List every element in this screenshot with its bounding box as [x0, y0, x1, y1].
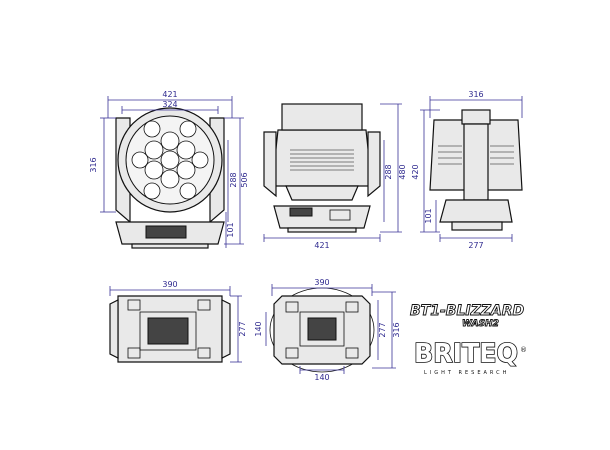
rear-view: 316 420 101 277	[411, 90, 523, 250]
dim-bottom-depth: 277	[238, 321, 247, 336]
dim-front-base-height: 101	[226, 222, 235, 237]
dim-base-depth-right-b: 316	[392, 322, 401, 337]
base-view: 390 140 277 316 140	[254, 278, 401, 382]
dim-rear-height-total: 420	[411, 164, 420, 179]
dim-front-width-outer: 421	[162, 90, 177, 99]
dim-rear-width: 316	[468, 90, 483, 99]
vent-grille	[290, 149, 354, 171]
dim-side-height-total: 480	[398, 164, 407, 179]
logo-tagline: LIGHT RESEARCH	[424, 370, 509, 376]
front-view: 421 324 316 288 506 101	[89, 90, 249, 249]
dim-side-height-mid: 288	[384, 164, 393, 179]
dim-base-width: 390	[314, 278, 329, 287]
bottom-view: 390 277	[109, 280, 247, 363]
dim-bottom-width: 390	[162, 280, 177, 289]
rear-vents	[438, 145, 514, 165]
briteq-logo: BRITEQ ® LIGHT RESEARCH	[413, 338, 527, 376]
logo-wordmark: BRITEQ	[414, 339, 518, 369]
dim-rear-base-width: 277	[468, 241, 483, 250]
dim-base-depth-right-a: 277	[378, 322, 387, 337]
dim-rear-base-height: 101	[424, 208, 433, 223]
dim-side-width: 421	[314, 241, 329, 250]
lens-cluster	[131, 120, 209, 200]
dim-front-height-total: 506	[240, 172, 249, 187]
dim-base-depth-left: 140	[254, 321, 263, 336]
model-name: BT1-BLIZZARD WASH2	[410, 303, 525, 330]
model-line-1: BT1-BLIZZARD	[410, 303, 524, 319]
dim-base-width-bottom: 140	[314, 373, 329, 382]
dim-front-height-mid: 288	[229, 172, 238, 187]
side-view: 421 288 480	[263, 103, 407, 250]
logo-registered: ®	[520, 346, 527, 354]
dim-front-width-inner: 324	[162, 100, 177, 109]
model-line-2: WASH2	[462, 319, 499, 329]
dim-front-height-left: 316	[89, 157, 98, 172]
